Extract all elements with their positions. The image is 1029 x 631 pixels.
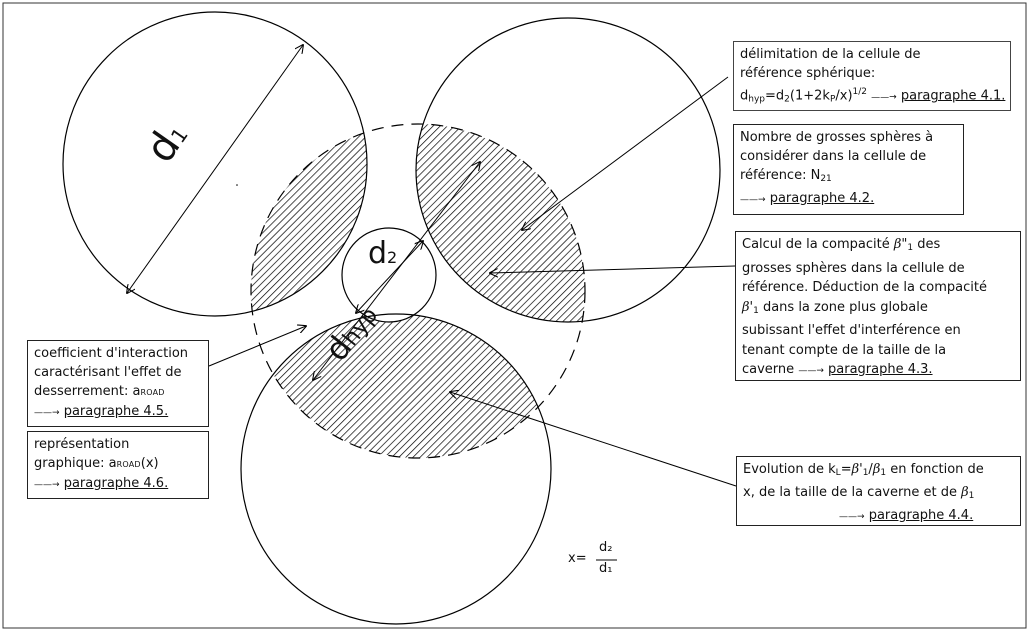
calcul-line7: caverne <box>742 362 795 377</box>
delimitation-formula-row: dhyp=d2(1+2kP/x)1/2 ——→ paragraphe 4.1. <box>740 83 1006 109</box>
nombre-link[interactable]: paragraphe 4.2. <box>769 191 875 206</box>
evolution-l1-sub3: 1 <box>880 468 887 478</box>
nombre-line3-sub: 21 <box>820 174 832 184</box>
evolution-l1c: ' <box>859 462 863 477</box>
label-d2: d2 <box>368 236 397 271</box>
nombre-line3-row: référence: N21 <box>740 166 957 189</box>
box-coefficient: coefficient d'interaction caractérisant … <box>27 340 209 427</box>
representation-link-row: ——→ paragraphe 4.6. <box>34 474 202 495</box>
coefficient-line3: desserrement: a <box>34 384 141 399</box>
evolution-l1a: Evolution de k <box>743 462 836 477</box>
formula-denominator: d₁ <box>599 561 613 576</box>
representation-line1: représentation <box>34 437 130 452</box>
calcul-line6: tenant compte de la taille de la <box>742 342 947 358</box>
calcul-line1: Calcul de la compacité β"1 des <box>742 235 1014 259</box>
coefficient-line2: caractérisant l'effet de <box>34 365 182 380</box>
representation-line2: graphique: a <box>34 456 117 471</box>
d1-dimension-line <box>127 45 303 293</box>
box-calcul: Calcul de la compacité β"1 des grosses s… <box>735 231 1021 381</box>
evolution-line1: Evolution de kL=β'1/β1 en fonction de <box>743 460 1014 483</box>
evolution-l1-beta1: β <box>851 462 860 477</box>
delimitation-f-exp: 1/2 <box>852 87 868 97</box>
delimitation-line1: délimitation de la cellule de <box>740 47 921 62</box>
coefficient-link-row: ——→ paragraphe 4.5. <box>34 402 202 423</box>
formula-numerator: d₂ <box>599 540 613 555</box>
nombre-line2: considérer dans la cellule de <box>740 149 927 164</box>
calcul-line2: grosses sphères dans la cellule de <box>742 260 965 276</box>
label-d2-main: d <box>368 236 388 271</box>
box-delimitation: délimitation de la cellule de référence … <box>733 41 1011 111</box>
delimitation-f-hyp: hyp <box>748 94 766 105</box>
center-dot <box>236 184 238 186</box>
arrow-delimitation <box>522 76 729 230</box>
calcul-l4-beta: β <box>742 299 750 315</box>
arrow-evolution <box>450 392 737 487</box>
representation-line2-sc: ROAD <box>116 460 141 469</box>
label-d2-sub: 2 <box>387 248 398 267</box>
nombre-line3: référence: N <box>740 168 821 183</box>
evolution-l1-sub: L <box>835 468 841 478</box>
evolution-l2a: x, de la taille de la caverne et de <box>743 485 962 500</box>
delimitation-f-close: /x) <box>835 88 853 104</box>
arrow-coefficient <box>208 326 306 367</box>
calcul-l1-beta: β <box>893 237 902 252</box>
calcul-line4: β'1 dans la zone plus globale <box>742 298 1014 322</box>
coefficient-line3-sc: ROAD <box>140 388 165 397</box>
coefficient-arrow: ——→ <box>34 408 60 418</box>
calcul-line7-row: caverne ——→ paragraphe 4.3. <box>742 360 1014 382</box>
hatched-zone-left <box>251 124 367 316</box>
delimitation-f-p: P <box>829 94 836 105</box>
formula-lhs: x= <box>568 551 587 566</box>
hatched-zone-right <box>416 124 585 322</box>
calcul-line5: subissant l'effet d'interférence en <box>742 323 961 338</box>
box-representation: représentation graphique: aROAD(x) ——→ p… <box>27 431 209 499</box>
calcul-l4-sub: 1 <box>753 305 759 316</box>
representation-arrow: ——→ <box>34 480 60 490</box>
delimitation-f-2: 2 <box>784 94 790 105</box>
evolution-l1-beta2: β <box>872 462 881 477</box>
calcul-l1d: des <box>913 237 941 252</box>
delimitation-f-open: (1+2k <box>789 88 830 104</box>
dhyp-dimension-line <box>313 162 480 380</box>
hatched-zone-bottom <box>251 314 551 458</box>
representation-line2-row: graphique: aROAD(x) <box>34 454 202 474</box>
delimitation-f-mid: =d <box>765 88 785 104</box>
box-nombre: Nombre de grosses sphères à considérer d… <box>733 124 964 215</box>
evolution-l1b: = <box>840 462 852 477</box>
coefficient-link[interactable]: paragraphe 4.5. <box>63 404 169 419</box>
calcul-l1-sub: 1 <box>907 243 914 253</box>
box-evolution: Evolution de kL=β'1/β1 en fonction de x,… <box>736 456 1021 526</box>
representation-line2-end: (x) <box>140 456 159 471</box>
evolution-l1d: / <box>868 462 873 477</box>
evolution-l2-sub: 1 <box>968 491 975 501</box>
evolution-l2-beta: β <box>961 485 969 500</box>
delimitation-line2: référence sphérique: <box>740 66 876 81</box>
evolution-l1-sub2: 1 <box>862 468 869 478</box>
evolution-link[interactable]: paragraphe 4.4. <box>868 508 974 523</box>
calcul-link[interactable]: paragraphe 4.3. <box>828 362 933 377</box>
calcul-l4c: dans la zone plus globale <box>758 299 928 315</box>
representation-link[interactable]: paragraphe 4.6. <box>63 476 169 491</box>
arrow-calcul <box>490 265 736 273</box>
calcul-arrow: ——→ <box>798 366 824 376</box>
calcul-l1a: Calcul de la compacité <box>742 237 894 252</box>
calcul-l1c: " <box>901 237 908 252</box>
evolution-link-row: ——→ paragraphe 4.4. <box>743 506 1014 527</box>
calcul-l4b: ' <box>749 299 754 315</box>
nombre-line1: Nombre de grosses sphères à <box>740 130 934 145</box>
calcul-line3: référence. Déduction de la compacité <box>742 280 987 295</box>
evolution-l1e: en fonction de <box>886 462 984 477</box>
evolution-arrow: ——→ <box>839 512 865 522</box>
evolution-line2: x, de la taille de la caverne et de β1 <box>743 483 1014 506</box>
delimitation-arrow: ——→ <box>871 92 897 103</box>
coefficient-line3-row: desserrement: aROAD <box>34 382 202 402</box>
nombre-link-row: ——→ paragraphe 4.2. <box>740 189 957 210</box>
coefficient-line1: coefficient d'interaction <box>34 346 189 361</box>
delimitation-f-d: d <box>740 88 749 104</box>
nombre-arrow: ——→ <box>740 195 766 205</box>
delimitation-link[interactable]: paragraphe 4.1. <box>900 88 1006 104</box>
